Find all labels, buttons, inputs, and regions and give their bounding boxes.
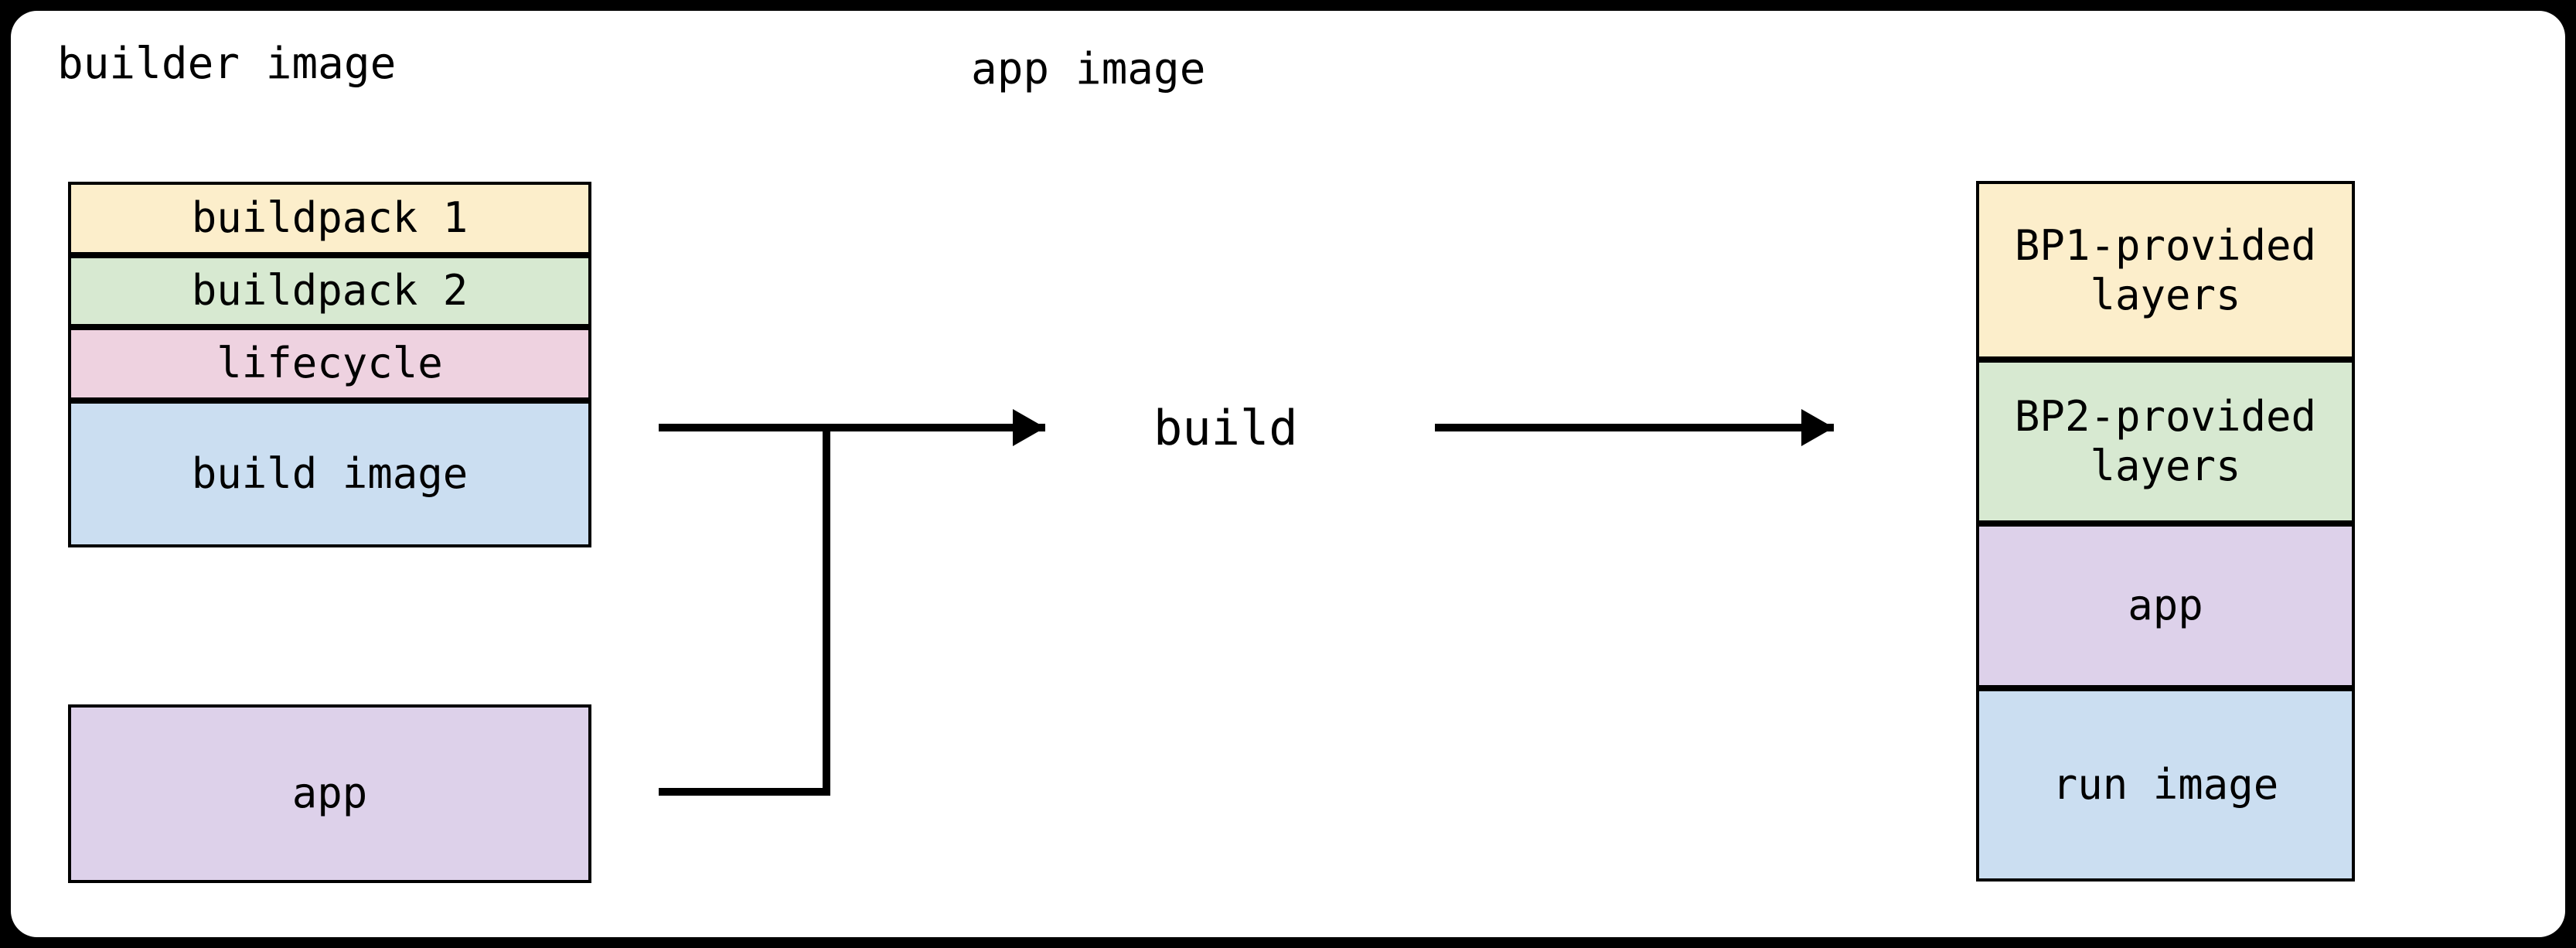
layer-buildpack-1[interactable]: buildpack 1 (68, 182, 591, 255)
layer-bp2-provided-layers-line1: BP2-provided (2014, 392, 2317, 442)
layer-build-image-label: build image (191, 448, 469, 498)
box-app-source[interactable]: app (68, 704, 591, 883)
layer-bp2-provided-layers-line2: layers (2090, 442, 2241, 490)
build-to-app-image-line (1435, 424, 1834, 431)
builder-to-build-arrowhead (1013, 409, 1045, 446)
app-to-build-horizontal (659, 788, 830, 796)
layer-run-image-label: run image (2052, 759, 2279, 809)
layer-bp2-provided-layers[interactable]: BP2-provided layers (1976, 360, 2355, 523)
diagram-frame: builder image buildpack 1 buildpack 2 li… (11, 11, 2565, 937)
box-app-source-label: app (291, 769, 368, 818)
layer-app[interactable]: app (1976, 523, 2355, 688)
layer-bp1-provided-layers[interactable]: BP1-provided layers (1976, 181, 2355, 360)
diagram-inner: builder image buildpack 1 buildpack 2 li… (11, 11, 2565, 937)
builder-to-build-line (659, 424, 1045, 431)
app-to-build-vertical (823, 424, 830, 796)
layer-app-label: app (2128, 581, 2203, 630)
layer-build-image[interactable]: build image (68, 401, 591, 547)
layer-buildpack-2[interactable]: buildpack 2 (68, 255, 591, 327)
layer-buildpack-2-label: buildpack 2 (191, 266, 469, 315)
builder-image-title: builder image (57, 39, 397, 89)
build-to-app-image-arrowhead (1801, 409, 1834, 446)
layer-bp1-provided-layers-line2: layers (2090, 270, 2241, 319)
layer-run-image[interactable]: run image (1976, 688, 2355, 882)
layer-lifecycle[interactable]: lifecycle (68, 327, 591, 401)
layer-bp1-provided-layers-line1: BP1-provided (2014, 220, 2317, 270)
layer-lifecycle-label: lifecycle (216, 339, 443, 388)
build-step-label: build (1153, 400, 1298, 456)
layer-buildpack-1-label: buildpack 1 (191, 193, 469, 243)
app-image-title: app image (971, 44, 1206, 94)
